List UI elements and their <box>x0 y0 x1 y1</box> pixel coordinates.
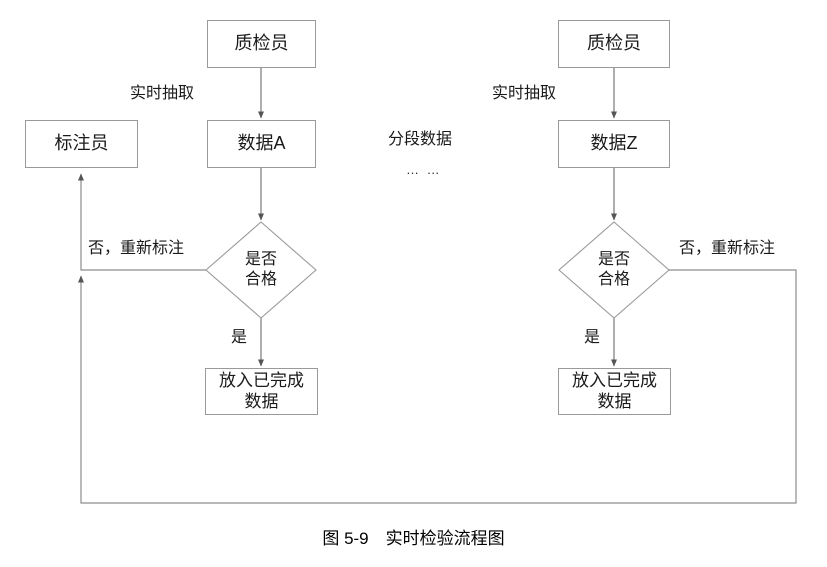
edge-label-right-yes: 是 <box>584 329 601 346</box>
edge-left-decision-no-to-annotator <box>78 173 206 271</box>
box-left-data[interactable]: 数据A <box>207 120 316 168</box>
decision-diamond-right <box>558 221 670 319</box>
edge-right-decision-no-feedback-loop <box>78 269 797 504</box>
box-left-done-data[interactable]: 放入已完成 数据 <box>205 368 318 415</box>
edge-label-left-no-reannotate: 否，重新标注 <box>88 240 185 257</box>
label-ellipsis: … … <box>406 162 442 177</box>
edge-label-right-no-reannotate: 否，重新标注 <box>679 240 776 257</box>
box-right-done-data[interactable]: 放入已完成 数据 <box>558 368 671 415</box>
box-left-annotator[interactable]: 标注员 <box>25 120 138 168</box>
figure-caption: 图 5-9 实时检验流程图 <box>322 529 505 548</box>
edge-label-left-yes: 是 <box>231 329 248 346</box>
edge-label-left-realtime-extract: 实时抽取 <box>130 85 195 102</box>
box-left-inspector[interactable]: 质检员 <box>207 20 316 68</box>
edge-label-right-realtime-extract: 实时抽取 <box>492 85 557 102</box>
label-segmented-data: 分段数据 <box>388 131 453 148</box>
decision-diamond-left <box>205 221 317 319</box>
box-right-inspector[interactable]: 质检员 <box>558 20 670 68</box>
box-right-data[interactable]: 数据Z <box>558 120 670 168</box>
